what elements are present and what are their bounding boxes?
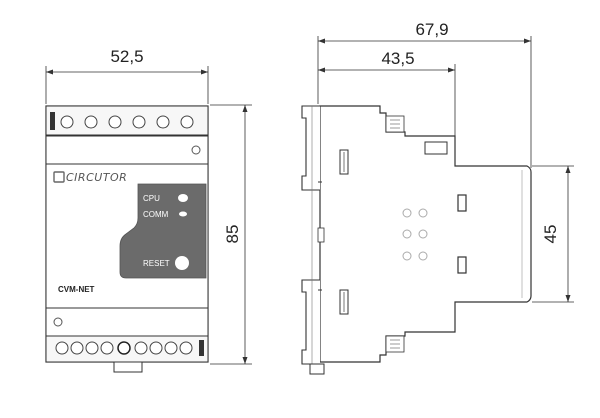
total-depth-label: 67,9 (415, 20, 448, 39)
partial-depth-dimension: 43,5 (318, 49, 456, 140)
front-view: 52,5 85 (45, 47, 252, 373)
bottom-terminal-block (45, 335, 209, 363)
width-dimension: 52,5 (45, 47, 209, 104)
reset-button[interactable] (175, 256, 189, 270)
upper-strip (45, 135, 209, 165)
slot-right-top (457, 194, 467, 212)
front-height-dimension: 45 (532, 165, 574, 303)
lower-strip (45, 307, 209, 337)
height-dimension: 85 (210, 104, 252, 365)
comm-led (179, 211, 187, 217)
width-label: 52,5 (110, 47, 143, 66)
slot-right-bottom (457, 256, 467, 274)
brand-text: CIRCUTOR (66, 171, 127, 184)
front-height-label: 45 (541, 225, 560, 244)
cpu-label: CPU (143, 194, 160, 203)
model-label: CVM-NET (58, 285, 95, 294)
din-hook-top (301, 105, 320, 191)
side-clip (309, 363, 325, 375)
screw-hole-lower (53, 317, 63, 327)
total-depth-dimension: 67,9 (317, 20, 532, 168)
side-view: 67,9 43,5 45 (301, 20, 574, 375)
din-hook-bottom (301, 279, 320, 365)
screw-hole (191, 145, 201, 155)
dot-grid (402, 208, 428, 261)
brand-logo: CIRCUTOR (53, 171, 127, 184)
cpu-led (178, 194, 188, 202)
label-window (424, 141, 448, 155)
control-panel (119, 183, 207, 279)
partial-depth-label: 43,5 (381, 49, 414, 68)
din-clip (113, 361, 143, 373)
reset-label: RESET (143, 259, 170, 268)
height-label: 85 (223, 225, 242, 244)
top-terminal-block (45, 105, 209, 137)
comm-label: COMM (143, 210, 169, 219)
